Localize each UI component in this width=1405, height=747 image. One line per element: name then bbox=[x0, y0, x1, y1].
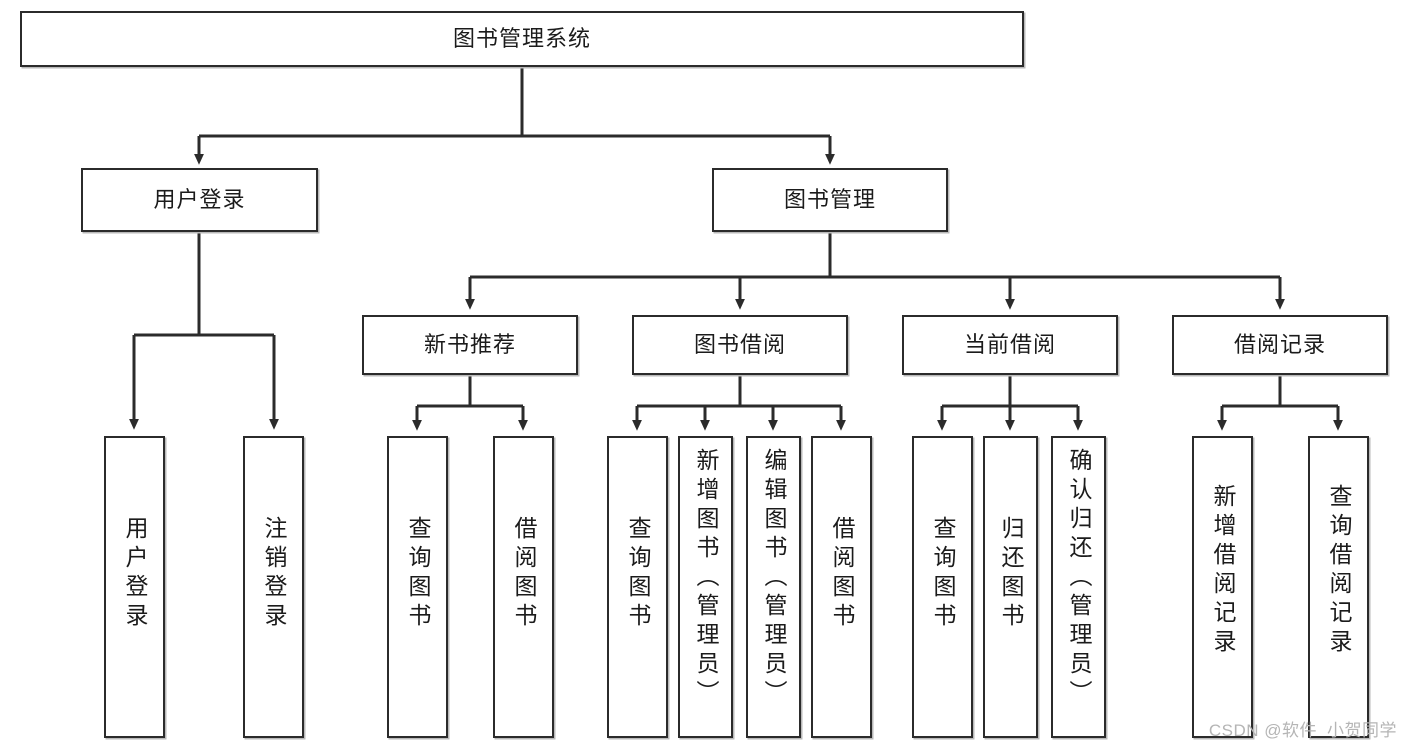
leaf-edit-book-admin[interactable]: 编辑图书（管理员） bbox=[746, 436, 801, 738]
leaf-query-book-current[interactable]: 查询图书 bbox=[912, 436, 973, 738]
node-label: 新增图书（管理员） bbox=[693, 448, 719, 709]
node-label: 编辑图书（管理员） bbox=[761, 448, 787, 709]
node-book-management[interactable]: 图书管理 bbox=[712, 168, 948, 232]
node-label: 新增借阅记录 bbox=[1210, 484, 1236, 658]
node-borrow-record[interactable]: 借阅记录 bbox=[1172, 315, 1388, 375]
node-label: 查询图书 bbox=[625, 516, 651, 632]
node-label: 用户登录 bbox=[122, 516, 148, 632]
node-label: 当前借阅 bbox=[963, 332, 1056, 358]
node-label: 图书管理 bbox=[783, 187, 876, 213]
node-label: 用户登录 bbox=[153, 187, 246, 213]
leaf-query-book-recommend[interactable]: 查询图书 bbox=[387, 436, 448, 738]
leaf-borrow-book-recommend[interactable]: 借阅图书 bbox=[493, 436, 554, 738]
leaf-borrow-book[interactable]: 借阅图书 bbox=[811, 436, 872, 738]
node-label: 借阅记录 bbox=[1233, 332, 1326, 358]
node-label: 归还图书 bbox=[998, 516, 1024, 632]
node-book-borrow[interactable]: 图书借阅 bbox=[632, 315, 848, 375]
leaf-add-borrow-record[interactable]: 新增借阅记录 bbox=[1192, 436, 1253, 738]
watermark-text: CSDN @软件_小贺同学 bbox=[1208, 721, 1397, 740]
node-label: 借阅图书 bbox=[511, 516, 537, 632]
leaf-user-login[interactable]: 用户登录 bbox=[104, 436, 165, 738]
node-label: 新书推荐 bbox=[423, 332, 516, 358]
node-label: 确认归还（管理员） bbox=[1066, 448, 1092, 709]
node-label: 查询图书 bbox=[405, 516, 431, 632]
leaf-query-book-borrow[interactable]: 查询图书 bbox=[607, 436, 668, 738]
leaf-return-book[interactable]: 归还图书 bbox=[983, 436, 1038, 738]
node-label: 注销登录 bbox=[261, 516, 287, 632]
node-root-system[interactable]: 图书管理系统 bbox=[20, 11, 1024, 67]
node-label: 图书管理系统 bbox=[452, 26, 591, 52]
node-label: 借阅图书 bbox=[829, 516, 855, 632]
node-label: 查询借阅记录 bbox=[1326, 484, 1352, 658]
node-current-borrow[interactable]: 当前借阅 bbox=[902, 315, 1118, 375]
node-label: 图书借阅 bbox=[693, 332, 786, 358]
leaf-query-borrow-record[interactable]: 查询借阅记录 bbox=[1308, 436, 1369, 738]
leaf-logout-login[interactable]: 注销登录 bbox=[243, 436, 304, 738]
node-user-login[interactable]: 用户登录 bbox=[81, 168, 318, 232]
node-new-book-recommend[interactable]: 新书推荐 bbox=[362, 315, 578, 375]
node-label: 查询图书 bbox=[930, 516, 956, 632]
leaf-add-book-admin[interactable]: 新增图书（管理员） bbox=[678, 436, 733, 738]
leaf-confirm-return-admin[interactable]: 确认归还（管理员） bbox=[1051, 436, 1106, 738]
